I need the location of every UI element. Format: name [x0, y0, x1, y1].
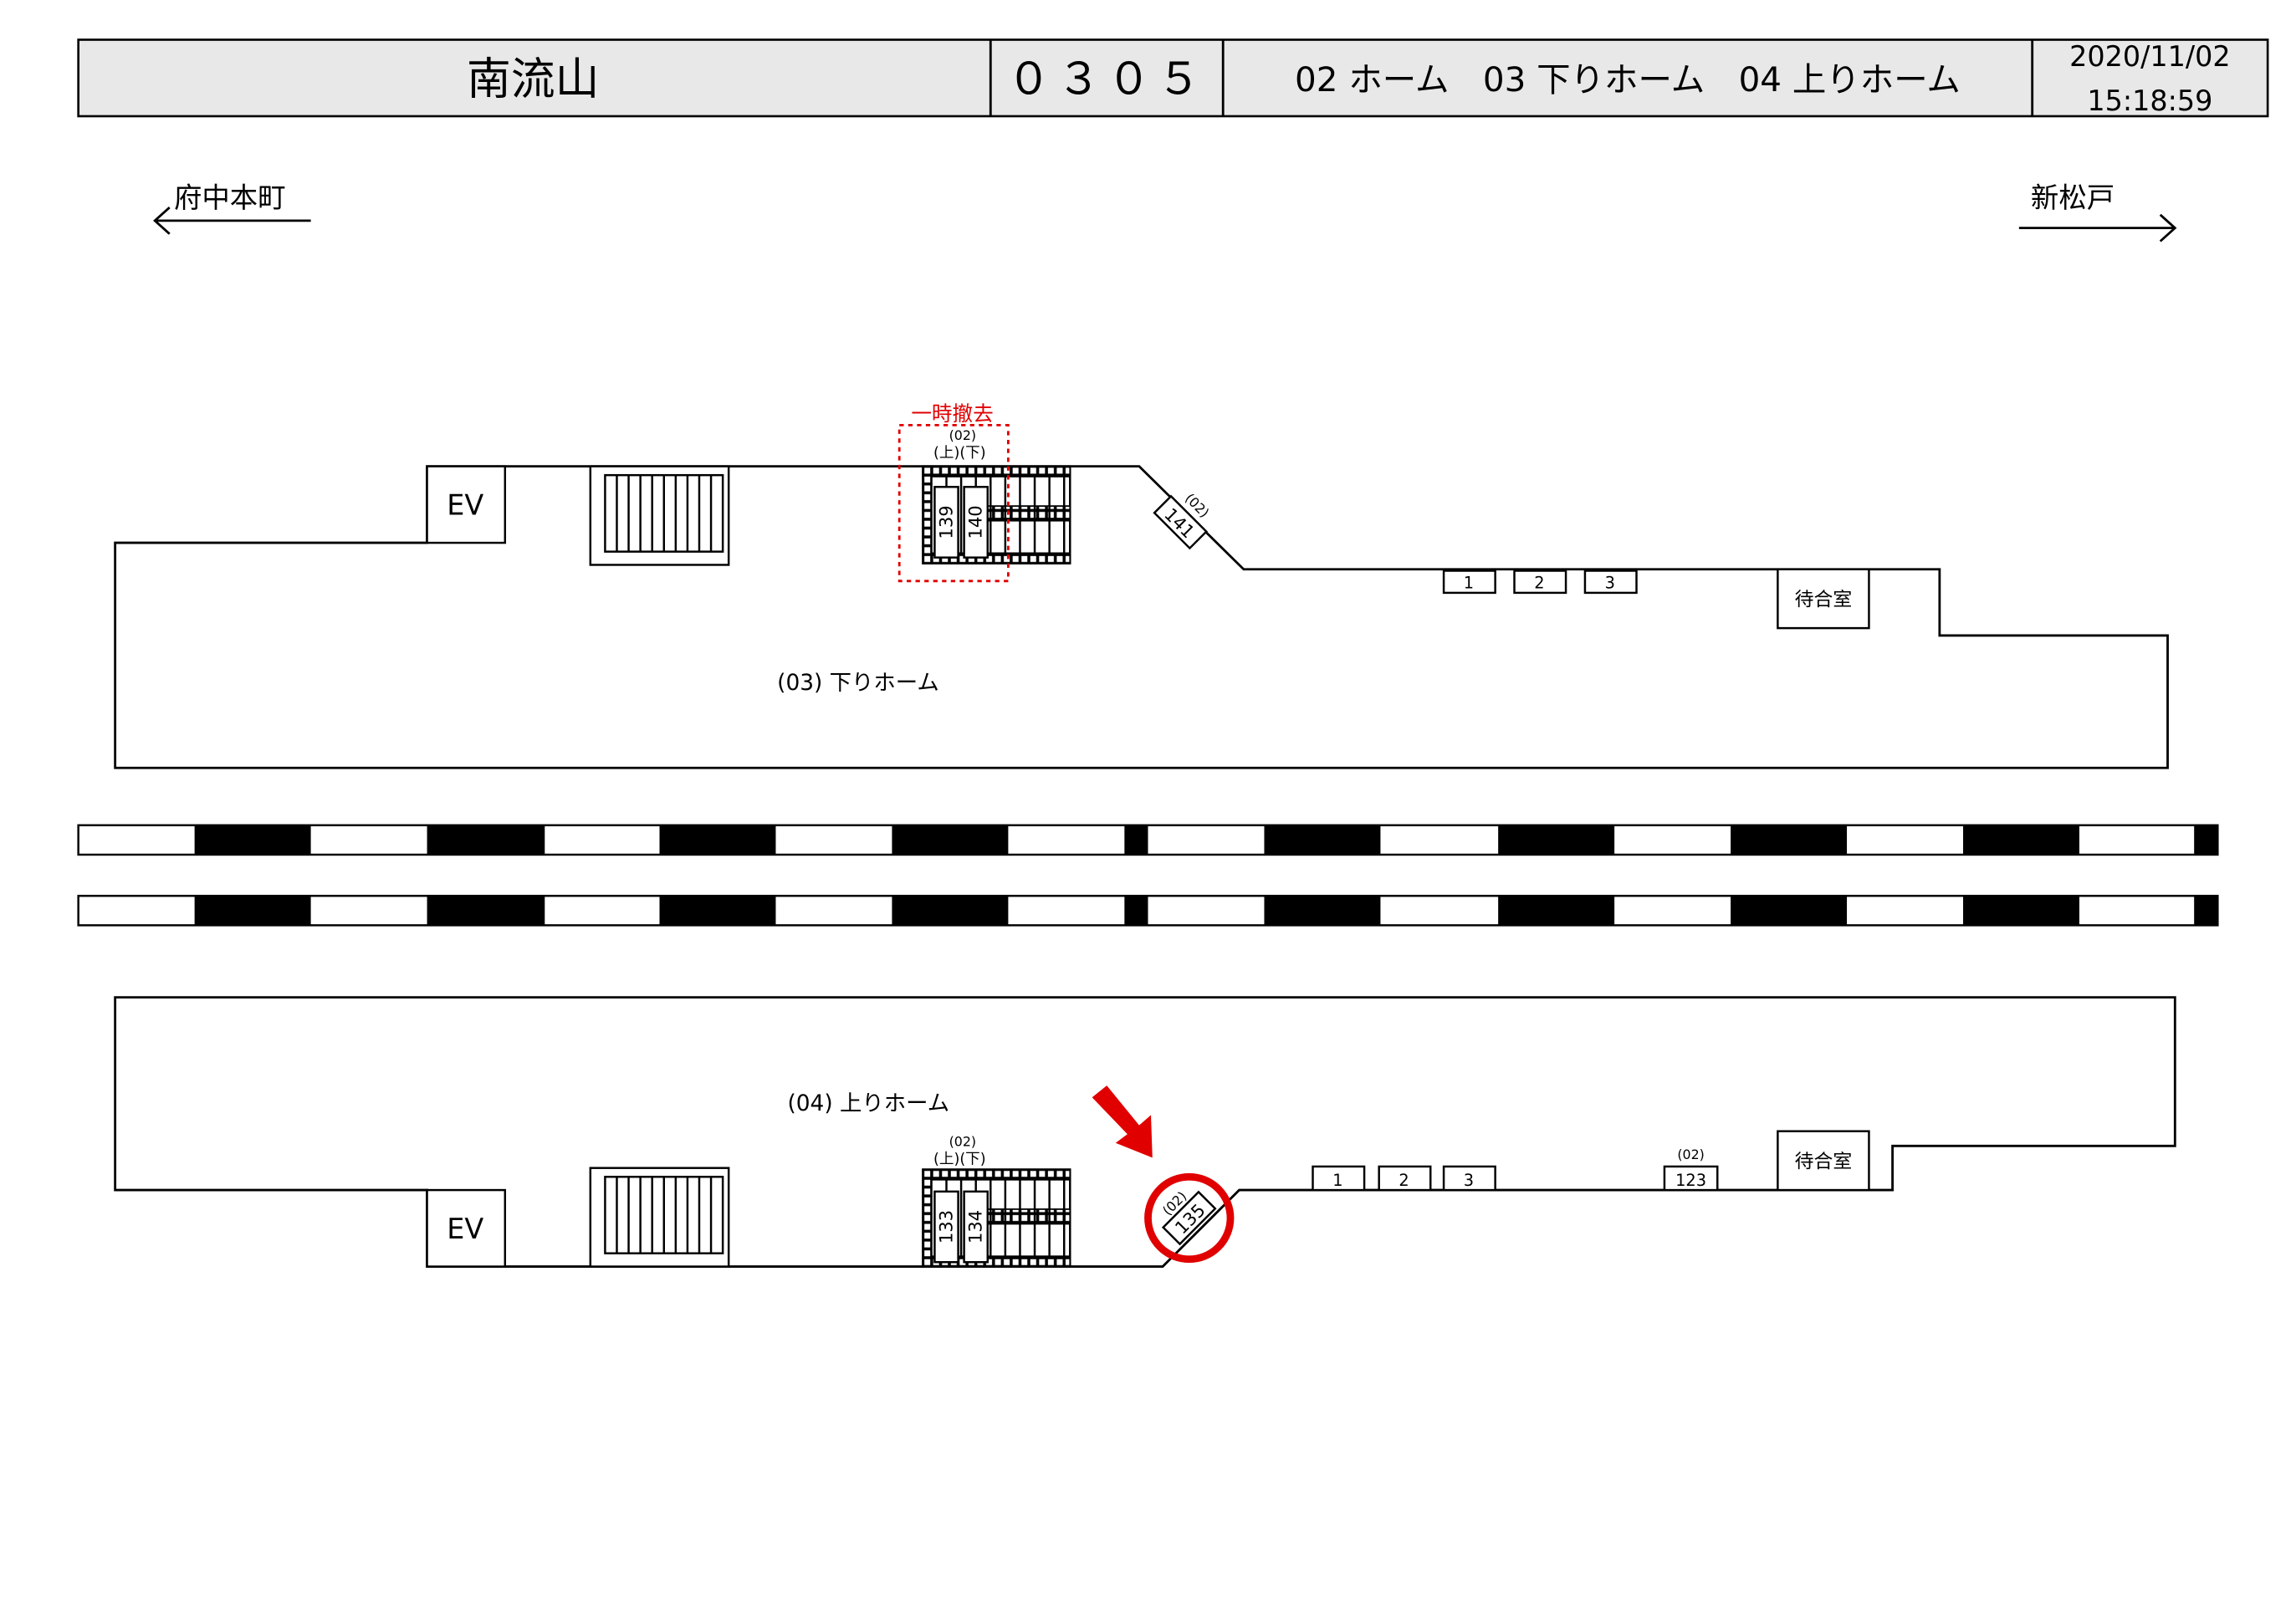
- direction-left-label: 府中本町: [174, 181, 286, 214]
- board-1: 1: [1464, 574, 1474, 593]
- date: 2020/11/02: [2069, 40, 2231, 73]
- board-123: 123: [1675, 1171, 1706, 1190]
- arrow-left-icon: [153, 206, 311, 235]
- elevator-label: EV: [447, 1213, 483, 1245]
- stair-dirs: (上)(下): [933, 445, 986, 462]
- ad-number: 139: [936, 505, 957, 539]
- removed-marker: [897, 423, 1010, 583]
- stairs-icon: [589, 1167, 730, 1268]
- waiting-room: 待合室: [1795, 1152, 1853, 1173]
- ad-135: 135 (02): [1159, 1188, 1217, 1246]
- platform-label: (03) 下りホーム: [777, 671, 939, 696]
- highlight-circle: [1144, 1172, 1235, 1264]
- stair-group: (02): [949, 1133, 977, 1149]
- board-3: 3: [1605, 574, 1615, 593]
- highlight-arrow-icon: [1092, 1085, 1153, 1158]
- board-2: 2: [1534, 574, 1544, 593]
- board-1: 1: [1332, 1171, 1342, 1190]
- track-2: [77, 895, 2219, 927]
- elevator: [426, 465, 507, 544]
- ad-133: [933, 1190, 959, 1264]
- stair-group: (02): [949, 427, 977, 443]
- ad-134: [963, 1190, 989, 1264]
- removed-note: 一時撤去: [911, 401, 993, 426]
- platform-list: 02 ホーム 03 下りホーム 04 上りホーム: [1295, 59, 1961, 100]
- ad-139: [933, 486, 959, 559]
- platform-label: (04) 上りホーム: [787, 1091, 949, 1116]
- stairs-icon: [589, 465, 730, 566]
- time: 15:18:59: [2087, 84, 2212, 117]
- track-1: [77, 824, 2219, 856]
- ad-number: 133: [936, 1210, 957, 1244]
- direction-left: 府中本町: [153, 181, 311, 235]
- waiting-room: 待合室: [1795, 590, 1853, 611]
- elevator: [426, 1188, 507, 1268]
- direction-right: 新松戸: [2018, 181, 2177, 243]
- arrow-right-icon: [2018, 213, 2177, 243]
- header-bar: 南流山 ０３０５ 02 ホーム 03 下りホーム 04 上りホーム 2020/1…: [77, 38, 2269, 118]
- station-code: ０３０５: [1007, 54, 1207, 105]
- elevator-label: EV: [447, 489, 483, 522]
- station-name: 南流山: [467, 54, 599, 105]
- board-2: 2: [1399, 1171, 1409, 1190]
- ad-140: [963, 486, 989, 559]
- ad-number: 134: [965, 1210, 986, 1244]
- ad-number: 140: [965, 505, 986, 539]
- stair-dirs: (上)(下): [933, 1151, 986, 1167]
- board-3: 3: [1464, 1171, 1474, 1190]
- ad-141: 141 (02): [1153, 490, 1212, 550]
- platform-down: EV 139 140 一時撤去 (02) (上)(下) 141 (02) 1 2…: [114, 401, 2169, 769]
- platform-up: EV 133 134 (02) (上)(下) 135 (02) 1 2 3 12…: [114, 996, 2176, 1268]
- direction-right-label: 新松戸: [2031, 181, 2114, 214]
- board-123-group: (02): [1677, 1147, 1705, 1162]
